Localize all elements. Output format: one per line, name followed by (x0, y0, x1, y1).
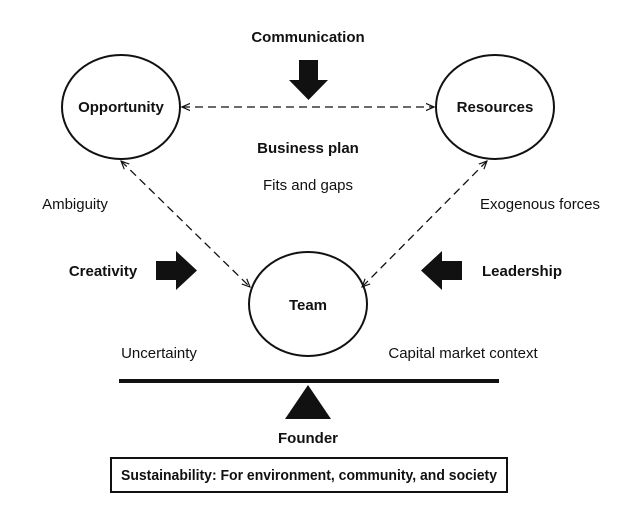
ambiguity-label: Ambiguity (42, 196, 108, 213)
sustainability-footer-label: Sustainability: For environment, communi… (121, 467, 498, 484)
leadership-label: Leadership (482, 263, 562, 280)
uncertainty-label: Uncertainty (121, 345, 197, 362)
leadership-arrow-icon (421, 251, 462, 290)
opportunity-team-arrow (121, 161, 250, 287)
team-circle (248, 251, 368, 357)
node-resources-label: Resources (457, 99, 534, 116)
fits-and-gaps-label: Fits and gaps (263, 177, 353, 194)
founder-label: Founder (278, 430, 338, 447)
footer-box (110, 457, 508, 493)
creativity-arrow-icon (156, 251, 197, 290)
creativity-label: Creativity (69, 263, 138, 280)
exogenous-forces-label: Exogenous forces (480, 196, 600, 213)
resources-circle (435, 54, 555, 160)
communication-arrow-icon (289, 60, 328, 100)
node-opportunity-label: Opportunity (78, 99, 164, 116)
capital-market-context-label: Capital market context (388, 345, 538, 362)
balance-beam (119, 379, 499, 383)
communication-label: Communication (251, 29, 364, 46)
resources-team-arrow (362, 161, 487, 287)
fulcrum-triangle (285, 385, 331, 419)
opportunity-circle (61, 54, 181, 160)
business-plan-label: Business plan (257, 140, 359, 157)
node-team-label: Team (289, 297, 327, 314)
